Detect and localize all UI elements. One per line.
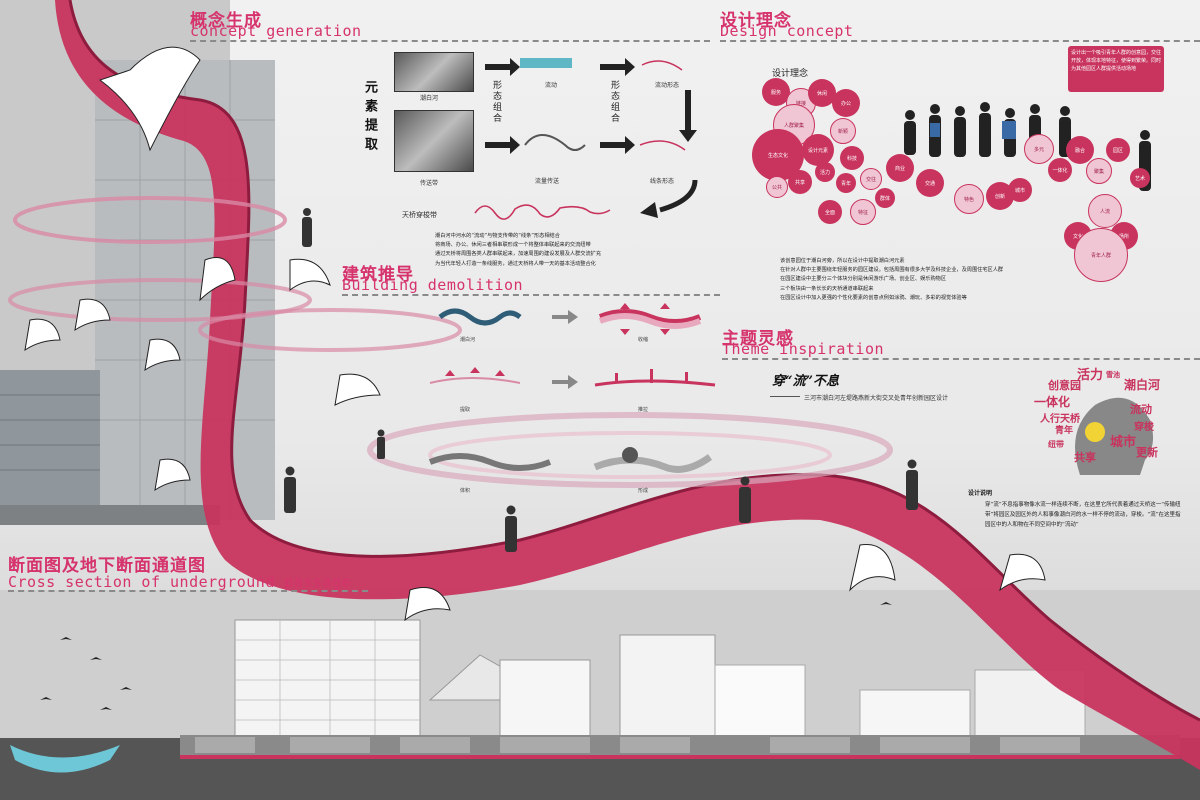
design-bullet: 在园区建设中主要分三个体块分别是休闲游乐广场、创业区、娱乐购物区 xyxy=(780,276,947,283)
design-bubble: 一体化 xyxy=(1048,158,1072,182)
design-bubble: 特征 xyxy=(850,199,876,225)
design-bubble: 服务 xyxy=(762,78,790,106)
flow-transfer-label: 流量传送 xyxy=(535,178,560,185)
step-shrink: 收缩 xyxy=(638,337,649,343)
concept-arrows xyxy=(485,58,698,218)
concept-bullet: 将商场、办公、休闲三者相串联形成一个将整体串联起来的交流纽带 xyxy=(435,242,591,249)
design-title-en: Design concept xyxy=(720,22,854,40)
word-city: 城市 xyxy=(1110,435,1137,450)
section-title-cn: 断面图及地下断面通道图 xyxy=(8,556,206,576)
conveyor-photo xyxy=(394,110,474,172)
design-bubble: 艺术 xyxy=(1130,168,1150,188)
flow-form-label: 流动形态 xyxy=(655,82,680,89)
design-bubble: 青年人群 xyxy=(1074,228,1128,282)
design-bubble: 城市 xyxy=(1008,178,1032,202)
step-river: 潮白河 xyxy=(460,337,476,343)
design-bubble: 办公 xyxy=(832,89,860,117)
conveyor-label: 传送带 xyxy=(420,180,439,187)
concept-bullet: 为当代年轻人打造一条线服务，通过天桥将人带一天的基本活动整合化 xyxy=(435,260,596,267)
building-diagram xyxy=(428,303,716,473)
flow-label: 流动 xyxy=(545,82,558,89)
word-link: 纽带 xyxy=(1048,440,1064,449)
explain-text: 穿“流”不息指事物像水流一样连续不断，在这里它所代表着通过天桥这一“传输纽带”将… xyxy=(985,502,1181,528)
building-divider xyxy=(342,294,720,296)
design-bubble: 园区 xyxy=(1106,138,1130,162)
theme-title-en: Theme inspiration xyxy=(722,340,885,358)
design-bubble: 群体 xyxy=(875,188,895,208)
river-photo xyxy=(394,52,474,92)
theme-divider xyxy=(722,358,1200,360)
concept-bullets: 潮白河中河水的“流动”与物支传带的“线条”形态相结合 将商场、办公、休闲三者相串… xyxy=(435,232,725,269)
design-bubble: 新颖 xyxy=(830,118,856,144)
design-bubble: 商业 xyxy=(886,154,914,182)
section-title-en: Cross section of underground passage xyxy=(8,573,352,591)
concept-title-en: concept generation xyxy=(190,22,362,40)
design-bubble: 休闲 xyxy=(808,79,836,107)
design-title-cn: 设计理念 xyxy=(720,11,792,31)
design-bubble: 聚集 xyxy=(1086,158,1112,184)
design-bubble: 全面 xyxy=(818,200,842,224)
design-divider xyxy=(720,40,1200,42)
element-extract-label: 元素提取 xyxy=(362,80,377,156)
design-bubble: 交通 xyxy=(916,169,944,197)
explain-title: 设计说明 xyxy=(968,490,993,497)
form-combine-label-2: 形态组合 xyxy=(609,80,619,124)
word-creative: 创意园 xyxy=(1048,379,1081,392)
section-divider xyxy=(8,590,368,592)
bridge-line-drawing xyxy=(474,204,611,220)
design-bubble: 活力 xyxy=(815,162,835,182)
bridge-label: 天桥穿梭带 xyxy=(402,211,437,219)
speech-bubble-text: 设计出一个吸引青年人群的创意园，交往开放，体现本地特征，使得到繁荣。同时为其他园… xyxy=(1071,50,1162,72)
head-word-cloud xyxy=(1075,397,1154,475)
theme-subtitle: 三河市潮白河左堤路燕新大街交叉处青年创新园区设计 xyxy=(804,395,949,402)
word-flow: 流动 xyxy=(1130,403,1152,416)
word-chaobai: 潮白河 xyxy=(1124,378,1161,392)
design-bullet: 该创意园位于潮白河旁，所以在设计中提取潮白河元素 xyxy=(780,258,905,264)
word-shuttle: 穿梭 xyxy=(1134,422,1154,433)
design-bullet: 在园区设计中加入更强的个性化要素的创意点例如涂鸦、潮玩、多彩的视觉体验等 xyxy=(780,294,967,301)
design-bubble: 设计元素 xyxy=(802,134,834,166)
word-renew: 更新 xyxy=(1136,446,1158,459)
design-bubble: 人流 xyxy=(1088,194,1122,228)
design-bubble: 公共 xyxy=(766,176,788,198)
concept-divider xyxy=(190,40,710,42)
step-extract: 提取 xyxy=(460,407,471,413)
calligraphy-title: 穿“流”不息 xyxy=(772,374,839,389)
building-title-cn: 建筑推导 xyxy=(342,265,414,285)
design-bubble: 特色 xyxy=(954,184,984,214)
line-form-label: 线条形态 xyxy=(650,178,675,185)
design-bullets: 该创意园位于潮白河旁，所以在设计中提取潮白河元素 在针对人群中主要围绕年轻服务的… xyxy=(780,257,1160,303)
word-vitality: 活力 xyxy=(1077,368,1104,383)
concept-bullet: 通过天桥将周围各类人群串联起来，加速周围的建设发展及人群交流扩充 xyxy=(435,251,602,258)
word-snow: 雪池 xyxy=(1106,371,1120,379)
concept-title-cn: 概念生成 xyxy=(190,11,262,31)
word-share: 共享 xyxy=(1074,451,1096,464)
concept-bullet: 潮白河中河水的“流动”与物支传带的“线条”形态相结合 xyxy=(435,233,560,239)
design-bullet: 在针对人群中主要围绕年轻服务的园区建设。包括周围有很多大学及科技企业，及周围住宅… xyxy=(780,267,1004,274)
subtitle-rule xyxy=(770,396,800,397)
word-integration: 一体化 xyxy=(1034,395,1071,409)
step-volume: 体积 xyxy=(460,488,471,494)
building-title-en: Building demolition xyxy=(342,276,524,294)
speech-bubble: 设计出一个吸引青年人群的创意园，交往开放，体现本地特征，使得到繁荣。同时为其他园… xyxy=(1068,46,1164,92)
design-bullet: 三个板块由一条长长的天桥通道串联起来 xyxy=(780,285,874,292)
design-bubble: 科技 xyxy=(840,146,864,170)
design-bubble: 交往 xyxy=(860,168,882,190)
form-combine-label-1: 形态组合 xyxy=(491,80,501,124)
word-footbridge: 人行天桥 xyxy=(1040,414,1080,425)
design-bubble: 青年 xyxy=(836,173,856,193)
design-bubble: 多元 xyxy=(1024,134,1054,164)
design-bubble: 共享 xyxy=(788,170,812,194)
word-youth: 青年 xyxy=(1055,426,1074,436)
step-push-pull: 推拉 xyxy=(638,407,649,413)
step-form: 形成 xyxy=(638,488,649,494)
river-label: 潮白河 xyxy=(420,95,439,102)
theme-title-cn: 主题灵感 xyxy=(722,329,794,349)
design-concept-label: 设计理念 xyxy=(772,69,809,79)
design-bubble: 融合 xyxy=(1066,136,1094,164)
